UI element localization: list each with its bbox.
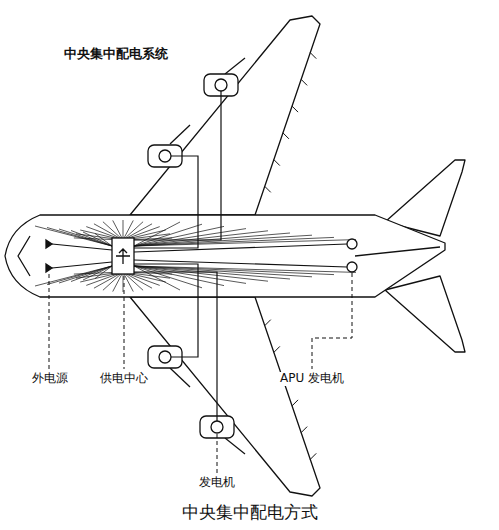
distribution-line xyxy=(103,222,123,240)
flap-track xyxy=(301,79,307,85)
tail-line xyxy=(355,247,440,256)
distribution-line xyxy=(71,266,112,282)
lower-stabilizer xyxy=(385,276,465,352)
distribution-lines xyxy=(35,220,356,292)
ext-socket xyxy=(46,264,52,272)
fuselage xyxy=(5,215,445,297)
flap-track xyxy=(292,106,298,112)
generator xyxy=(215,79,227,91)
distribution-line xyxy=(95,234,112,247)
flap-track xyxy=(310,453,316,459)
diagram-title: 中央集中配电系统 xyxy=(62,47,170,62)
diagram-caption: 中央集中配电方式 xyxy=(180,503,320,523)
lower-wing xyxy=(130,297,320,496)
distribution-line xyxy=(59,266,112,283)
distribution-line xyxy=(123,220,124,240)
distribution-line xyxy=(134,266,334,275)
flap-track xyxy=(301,427,307,433)
apu-feeder xyxy=(134,260,347,267)
leader-line xyxy=(312,273,352,369)
distribution-line xyxy=(134,240,356,246)
flap-track xyxy=(265,320,271,326)
part-label: 发电机 xyxy=(197,476,237,490)
pylon xyxy=(225,438,245,454)
ext-feeder xyxy=(52,262,112,268)
feeder xyxy=(134,272,217,421)
feeder xyxy=(134,91,221,240)
distribution-line xyxy=(47,228,112,247)
flap-track xyxy=(274,346,280,352)
pylon xyxy=(225,58,245,74)
distribution-line xyxy=(71,231,112,247)
distribution-line xyxy=(113,220,123,240)
power-center xyxy=(112,238,134,274)
pylon xyxy=(170,368,190,387)
apu-generator xyxy=(347,239,357,249)
cockpit xyxy=(18,236,30,276)
ext-feeder xyxy=(52,244,112,250)
distribution-line xyxy=(134,266,312,277)
generator xyxy=(159,150,171,162)
distribution-line xyxy=(134,237,334,246)
power-center-mark xyxy=(116,249,130,264)
distribution-line xyxy=(59,229,112,246)
leader-line xyxy=(124,276,125,369)
apu-generator xyxy=(347,262,357,272)
flap-track xyxy=(292,400,298,406)
generator xyxy=(211,421,223,433)
flap-track xyxy=(274,160,280,166)
power-sources xyxy=(46,238,357,274)
distribution-line xyxy=(134,266,356,272)
flap-tracks xyxy=(265,53,317,460)
part-label: 外电源 xyxy=(30,372,70,386)
distribution-line xyxy=(83,266,112,280)
leader-lines xyxy=(49,273,352,473)
leader-line xyxy=(49,274,50,369)
flap-track xyxy=(310,53,316,59)
distribution-line xyxy=(113,272,123,292)
upper-wing xyxy=(130,16,320,215)
distribution-line xyxy=(95,266,112,279)
distribution-line xyxy=(103,272,123,290)
generator xyxy=(159,351,171,363)
airframe xyxy=(5,16,465,496)
part-label: APU 发电机 xyxy=(278,372,346,386)
feeder-wires xyxy=(52,91,347,421)
leader-line xyxy=(217,434,218,473)
part-label: 供电中心 xyxy=(98,372,150,386)
flap-track xyxy=(283,133,289,139)
distribution-line xyxy=(47,266,112,285)
ext-socket xyxy=(46,240,52,248)
distribution-line xyxy=(134,235,312,246)
engines xyxy=(148,58,245,454)
pylon xyxy=(170,125,190,144)
flap-track xyxy=(265,186,271,192)
distribution-line xyxy=(83,232,112,246)
distribution-line xyxy=(123,272,124,292)
